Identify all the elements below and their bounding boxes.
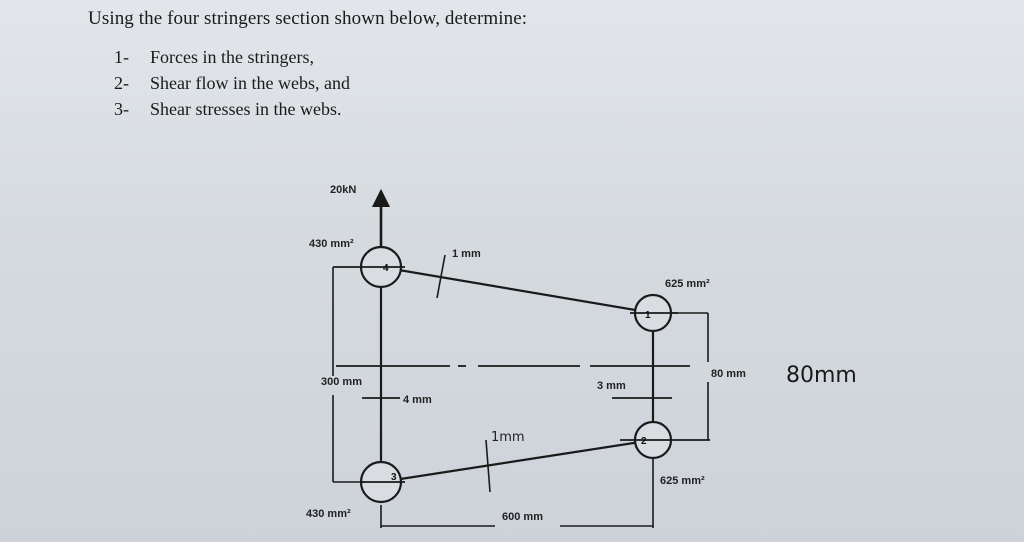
area-bottom-left-label: 430 mm²	[306, 508, 351, 520]
left-height-label: 300 mm	[321, 376, 362, 388]
question-list: 1- Forces in the stringers, 2- Shear flow …	[114, 44, 350, 122]
area-top-left-label: 430 mm²	[309, 238, 354, 250]
area-bottom-right-label: 625 mm²	[660, 475, 705, 487]
question-text: Shear flow in the webs, and	[150, 73, 350, 93]
right-height-handwritten: 80mm	[786, 363, 857, 388]
area-top-right-label: 625 mm²	[665, 278, 710, 290]
stringer-2-number: 2	[641, 436, 647, 447]
question-item: 3- Shear stresses in the webs.	[114, 96, 350, 122]
question-text: Shear stresses in the webs.	[150, 99, 342, 119]
stringer-1-number: 1	[645, 310, 651, 321]
question-number: 3-	[114, 99, 129, 119]
question-number: 2-	[114, 73, 129, 93]
question-item: 2- Shear flow in the webs, and	[114, 70, 350, 96]
top-web-thickness-label: 1 mm	[452, 248, 481, 260]
width-label: 600 mm	[502, 511, 543, 523]
right-height-label: 80 mm	[711, 368, 746, 380]
load-label: 20kN	[330, 184, 356, 196]
question-number: 1-	[114, 47, 129, 67]
thickness-tick	[485, 439, 491, 493]
top-web	[380, 265, 654, 315]
right-web-thickness-label: 3 mm	[597, 380, 626, 392]
question-item: 1- Forces in the stringers,	[114, 44, 350, 70]
problem-title: Using the four stringers section shown b…	[88, 8, 528, 29]
stringer-4-number: 4	[383, 263, 389, 274]
left-web-thickness-label: 4 mm	[403, 394, 432, 406]
question-text: Forces in the stringers,	[150, 47, 314, 67]
stringer-3-number: 3	[391, 472, 397, 483]
bottom-web-thickness-handwritten: 1mm	[491, 430, 525, 445]
thickness-tick	[436, 254, 446, 299]
bottom-web	[380, 438, 654, 484]
